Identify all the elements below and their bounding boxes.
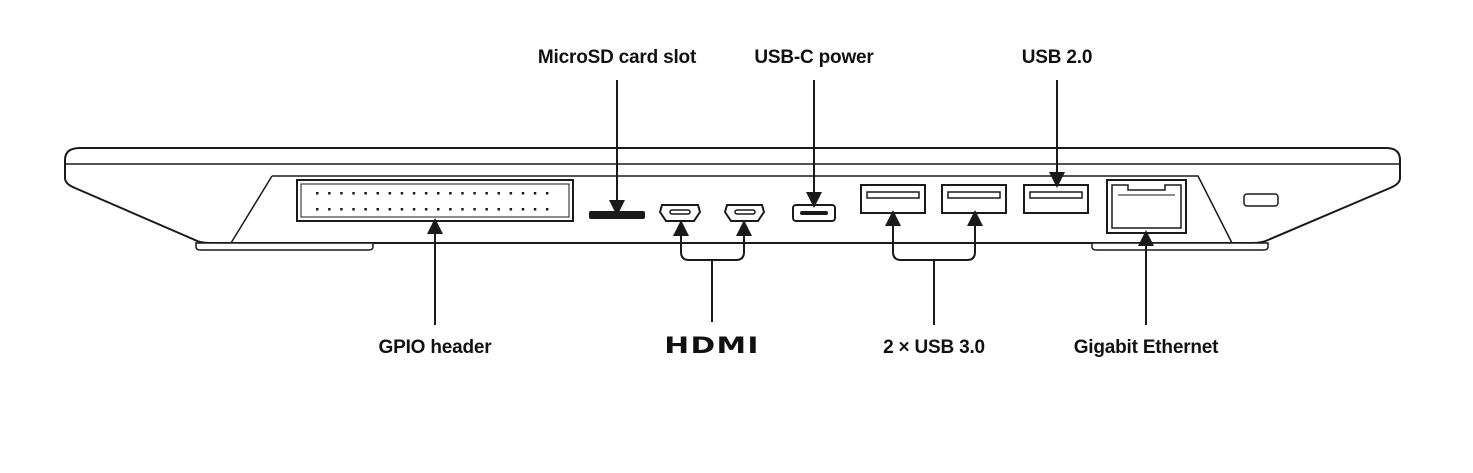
gpio-pin <box>352 192 355 195</box>
gpio-pin <box>533 208 537 211</box>
gpio-pin <box>521 192 525 195</box>
gpio-pin <box>449 208 452 211</box>
gpio-pin <box>545 208 549 211</box>
gpio-pin <box>376 192 379 195</box>
usb3-port-2 <box>941 184 1007 214</box>
gpio-pin <box>364 192 367 195</box>
device-body <box>64 147 1401 244</box>
gpio-header-port <box>296 179 574 222</box>
gpio-pin <box>485 208 488 211</box>
gpio-pin <box>400 192 404 195</box>
ethernet-port <box>1106 179 1187 234</box>
gpio-pin <box>352 208 355 211</box>
microsd-label: MicroSD card slot <box>537 47 697 68</box>
gpio-pin <box>461 208 464 211</box>
gpio-pin <box>424 208 428 211</box>
gpio-pin <box>412 208 416 211</box>
gpio-pin <box>340 208 343 211</box>
gpio-pin <box>509 192 513 195</box>
gpio-pin <box>376 208 379 211</box>
usb3-port-1 <box>860 184 926 214</box>
microsd-slot <box>589 211 645 219</box>
usbc-port <box>792 204 836 222</box>
usb2-label: USB 2.0 <box>1021 47 1093 68</box>
security-slot <box>1243 193 1279 207</box>
gpio-pin <box>316 192 319 195</box>
gpio-pin <box>533 192 537 195</box>
gpio-pin <box>388 208 392 211</box>
gpio-pin <box>485 192 488 195</box>
gpio-pin <box>545 192 549 195</box>
gpio-pin <box>388 192 392 195</box>
gpio-pin <box>473 208 476 211</box>
gpio-pin <box>424 192 428 195</box>
device-feet <box>195 242 1269 251</box>
pointer-lines <box>427 80 1154 325</box>
gpio-pin <box>328 208 331 211</box>
gpio-pin <box>316 208 319 211</box>
usbc-label: USB-C power <box>754 47 874 68</box>
gpio-pin <box>497 192 500 195</box>
gpio-pin <box>437 208 440 211</box>
gpio-pin <box>437 192 440 195</box>
gpio-pin <box>449 192 452 195</box>
ethernet-label: Gigabit Ethernet <box>1073 337 1219 358</box>
usb3-label: 2 × USB 3.0 <box>883 337 985 358</box>
gpio-pin <box>509 208 513 211</box>
hdmi-port-1 <box>658 204 702 222</box>
gpio-pin <box>412 192 416 195</box>
hdmi-logo: HDMI <box>664 334 760 359</box>
gpio-pin <box>400 208 404 211</box>
gpio-pins <box>316 192 549 211</box>
gpio-pin <box>328 192 331 195</box>
hdmi-port-2 <box>723 204 766 222</box>
gpio-pin <box>340 192 343 195</box>
gpio-pin <box>497 208 500 211</box>
usb2-port <box>1023 184 1089 214</box>
gpio-pin <box>461 192 464 195</box>
gpio-pin <box>364 208 367 211</box>
gpio-pin <box>521 208 525 211</box>
gpio-label: GPIO header <box>378 337 492 358</box>
gpio-pin <box>473 192 476 195</box>
